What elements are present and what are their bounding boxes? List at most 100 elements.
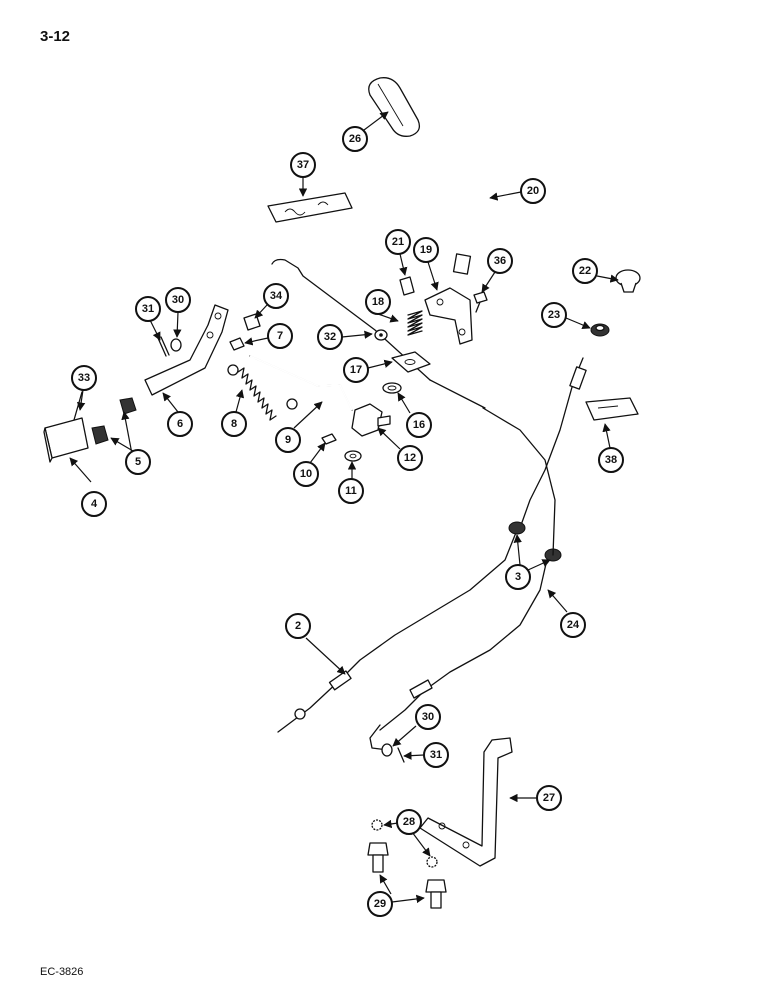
svg-text:26: 26 [349, 133, 361, 145]
svg-text:29: 29 [374, 898, 386, 910]
svg-text:9: 9 [285, 434, 291, 446]
callout-34: 34 [263, 283, 289, 309]
decal [267, 192, 353, 223]
upper-cable-24 [379, 357, 587, 731]
svg-text:31: 31 [430, 749, 442, 761]
compression-spring [407, 310, 423, 336]
callout-22: 22 [572, 258, 598, 284]
svg-text:23: 23 [548, 309, 560, 321]
callout-16: 16 [406, 412, 432, 438]
svg-text:7: 7 [277, 330, 283, 342]
flat-washer [382, 382, 402, 394]
washer-10 [321, 433, 337, 445]
svg-text:5: 5 [135, 456, 141, 468]
bushing [399, 276, 415, 296]
svg-text:12: 12 [404, 452, 416, 464]
svg-text:6: 6 [177, 418, 183, 430]
svg-text:31: 31 [142, 303, 154, 315]
callout-28: 28 [396, 809, 422, 835]
callout-10: 10 [293, 461, 319, 487]
decal-right [585, 397, 639, 421]
callout-20: 20 [520, 178, 546, 204]
callout-17: 17 [343, 357, 369, 383]
support-bracket [419, 737, 513, 867]
svg-text:27: 27 [543, 792, 555, 804]
svg-text:38: 38 [605, 454, 617, 466]
clip-plate [391, 351, 431, 373]
leader-lines [69, 111, 619, 904]
callout-19: 19 [413, 237, 439, 263]
cable-clevis [369, 679, 433, 763]
hex-bolts [367, 842, 447, 909]
svg-text:20: 20 [527, 185, 539, 197]
svg-text:18: 18 [372, 296, 384, 308]
lever-knob [368, 77, 421, 137]
screw [473, 291, 488, 313]
callout-23: 23 [541, 302, 567, 328]
pivot-block [351, 403, 391, 437]
svg-text:36: 36 [494, 255, 506, 267]
svg-text:2: 2 [295, 620, 301, 632]
bolt-left [243, 313, 261, 331]
svg-text:11: 11 [345, 485, 357, 497]
washer-11 [344, 450, 362, 462]
svg-text:17: 17 [350, 364, 362, 376]
svg-text:30: 30 [422, 711, 434, 723]
control-lever [144, 304, 229, 396]
callout-31: 31 [135, 296, 161, 322]
callout-12: 12 [397, 445, 423, 471]
callouts: 26 37 20 21 19 36 22 23 31 30 34 18 32 7… [71, 126, 624, 917]
callout-24: 24 [560, 612, 586, 638]
washer-left [170, 338, 182, 352]
svg-text:10: 10 [300, 468, 312, 480]
tension-spring [227, 364, 298, 421]
svg-text:30: 30 [172, 294, 184, 306]
shift-rod [271, 258, 486, 409]
figure-code: EC-3826 [40, 966, 84, 978]
lower-cable-2 [277, 407, 556, 733]
svg-text:24: 24 [567, 619, 580, 631]
callout-32: 32 [317, 324, 343, 350]
retainer-washer [374, 329, 388, 341]
svg-text:8: 8 [231, 418, 237, 430]
lock-washers [371, 819, 438, 868]
callout-26: 26 [342, 126, 368, 152]
svg-text:22: 22 [579, 265, 591, 277]
shift-lever [416, 128, 481, 275]
callout-38: 38 [598, 447, 624, 473]
callout-11: 11 [338, 478, 364, 504]
callout-30b: 30 [415, 704, 441, 730]
cap-plug [615, 269, 641, 293]
svg-text:37: 37 [297, 159, 309, 171]
page-number: 3-12 [40, 28, 71, 45]
callout-2: 2 [285, 613, 311, 639]
svg-text:34: 34 [270, 290, 283, 302]
callout-8: 8 [221, 411, 247, 437]
callout-5: 5 [125, 449, 151, 475]
svg-text:16: 16 [413, 419, 425, 431]
callout-21: 21 [385, 229, 411, 255]
callout-7: 7 [267, 323, 293, 349]
lever-bracket [424, 287, 473, 345]
svg-text:21: 21 [392, 236, 404, 248]
callout-4: 4 [81, 491, 107, 517]
callout-3: 3 [505, 564, 531, 590]
svg-text:32: 32 [324, 331, 336, 343]
callout-18: 18 [365, 289, 391, 315]
svg-text:33: 33 [78, 372, 90, 384]
svg-text:28: 28 [403, 816, 415, 828]
cotter-pin [157, 336, 170, 357]
nut-left [229, 337, 245, 351]
svg-text:19: 19 [420, 244, 432, 256]
callout-31b: 31 [423, 742, 449, 768]
svg-text:3: 3 [515, 571, 521, 583]
bracket-block [43, 417, 89, 463]
callout-36: 36 [487, 248, 513, 274]
callout-33: 33 [71, 365, 97, 391]
grommet [590, 323, 610, 337]
callout-37: 37 [290, 152, 316, 178]
callout-9: 9 [275, 427, 301, 453]
linkage-rod [249, 355, 353, 411]
callout-27: 27 [536, 785, 562, 811]
